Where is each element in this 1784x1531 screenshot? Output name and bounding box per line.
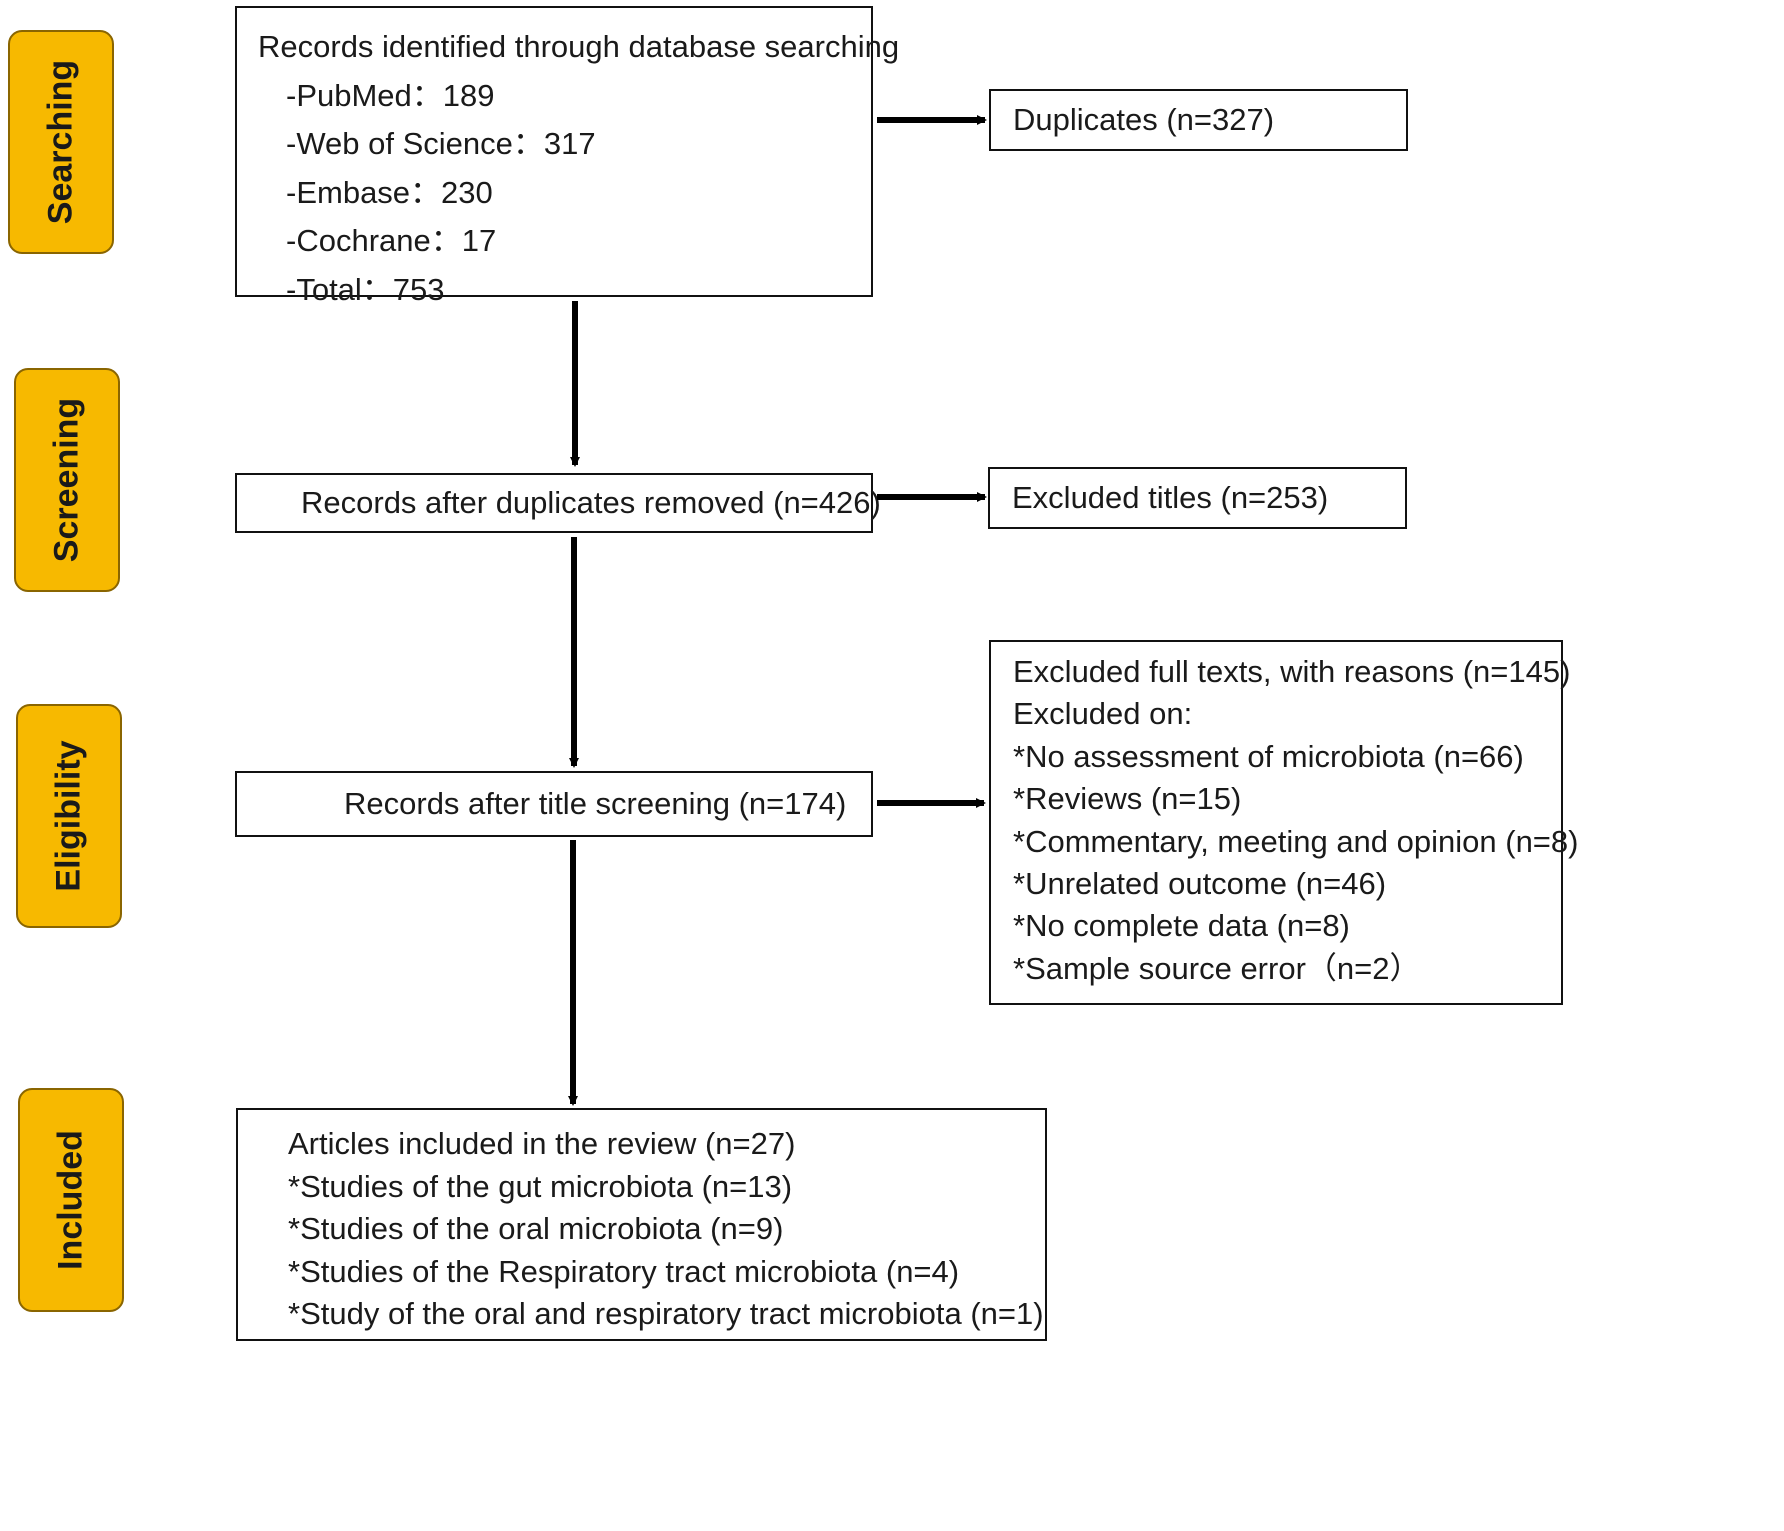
source-total: -Total：753	[286, 271, 445, 307]
identification-box: Records identified through database sear…	[235, 6, 900, 307]
stage-eligibility: Eligibility	[16, 704, 122, 928]
stage-searching: Searching	[8, 30, 114, 254]
duplicates-box: Duplicates (n=327)	[989, 89, 1408, 151]
included-item: *Study of the oral and respiratory tract…	[288, 1296, 1044, 1331]
exclusion-reason: *Sample source error（n=2）	[1013, 950, 1421, 986]
included-title: Articles included in the review (n=27)	[288, 1126, 796, 1161]
exclusion-reason: *Commentary, meeting and opinion (n=8)	[1013, 823, 1579, 859]
exclusion-reason: *Reviews (n=15)	[1013, 781, 1242, 817]
source-web-of-science: -Web of Science：317	[286, 126, 596, 161]
after-duplicates-text: Records after duplicates removed (n=426)	[301, 484, 881, 520]
stage-included: Included	[18, 1088, 124, 1312]
included-item: *Studies of the gut microbiota (n=13)	[288, 1168, 793, 1204]
exclusion-reason: *No assessment of microbiota (n=66)	[1013, 738, 1524, 774]
included-item: *Studies of the oral microbiota (n=9)	[288, 1211, 784, 1246]
exclusion-reason: *No complete data (n=8)	[1013, 908, 1350, 944]
after-title-screening-box: Records after title screening (n=174)	[235, 771, 873, 837]
after-title-screening-text: Records after title screening (n=174)	[344, 785, 847, 821]
included-box: Articles included in the review (n=27) *…	[236, 1108, 1047, 1341]
source-pubmed: -PubMed：189	[286, 77, 495, 113]
excluded-titles-box: Excluded titles (n=253)	[988, 467, 1407, 529]
excluded-full-texts-subtitle: Excluded on:	[1013, 696, 1193, 732]
excluded-full-texts-title: Excluded full texts, with reasons (n=145…	[1013, 654, 1571, 689]
excluded-full-texts-box: Excluded full texts, with reasons (n=145…	[989, 640, 1579, 1005]
identification-title: Records identified through database sear…	[258, 29, 900, 64]
exclusion-reason: *Unrelated outcome (n=46)	[1013, 866, 1387, 902]
after-duplicates-box: Records after duplicates removed (n=426)	[235, 473, 881, 533]
source-embase: -Embase：230	[286, 174, 493, 210]
excluded-titles-text: Excluded titles (n=253)	[1012, 479, 1329, 515]
stage-screening: Screening	[14, 368, 120, 592]
source-cochrane: -Cochrane：17	[286, 223, 497, 258]
included-item: *Studies of the Respiratory tract microb…	[288, 1253, 960, 1289]
duplicates-text: Duplicates (n=327)	[1013, 101, 1275, 137]
